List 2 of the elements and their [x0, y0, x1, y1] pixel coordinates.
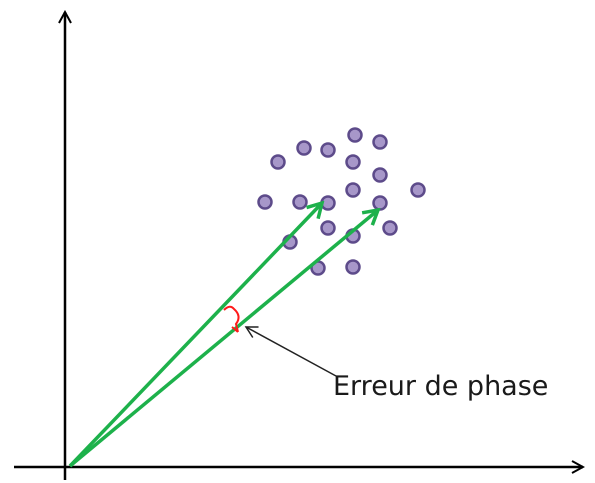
leader-line [245, 326, 336, 377]
annotation-text: Erreur de phase [333, 372, 548, 402]
